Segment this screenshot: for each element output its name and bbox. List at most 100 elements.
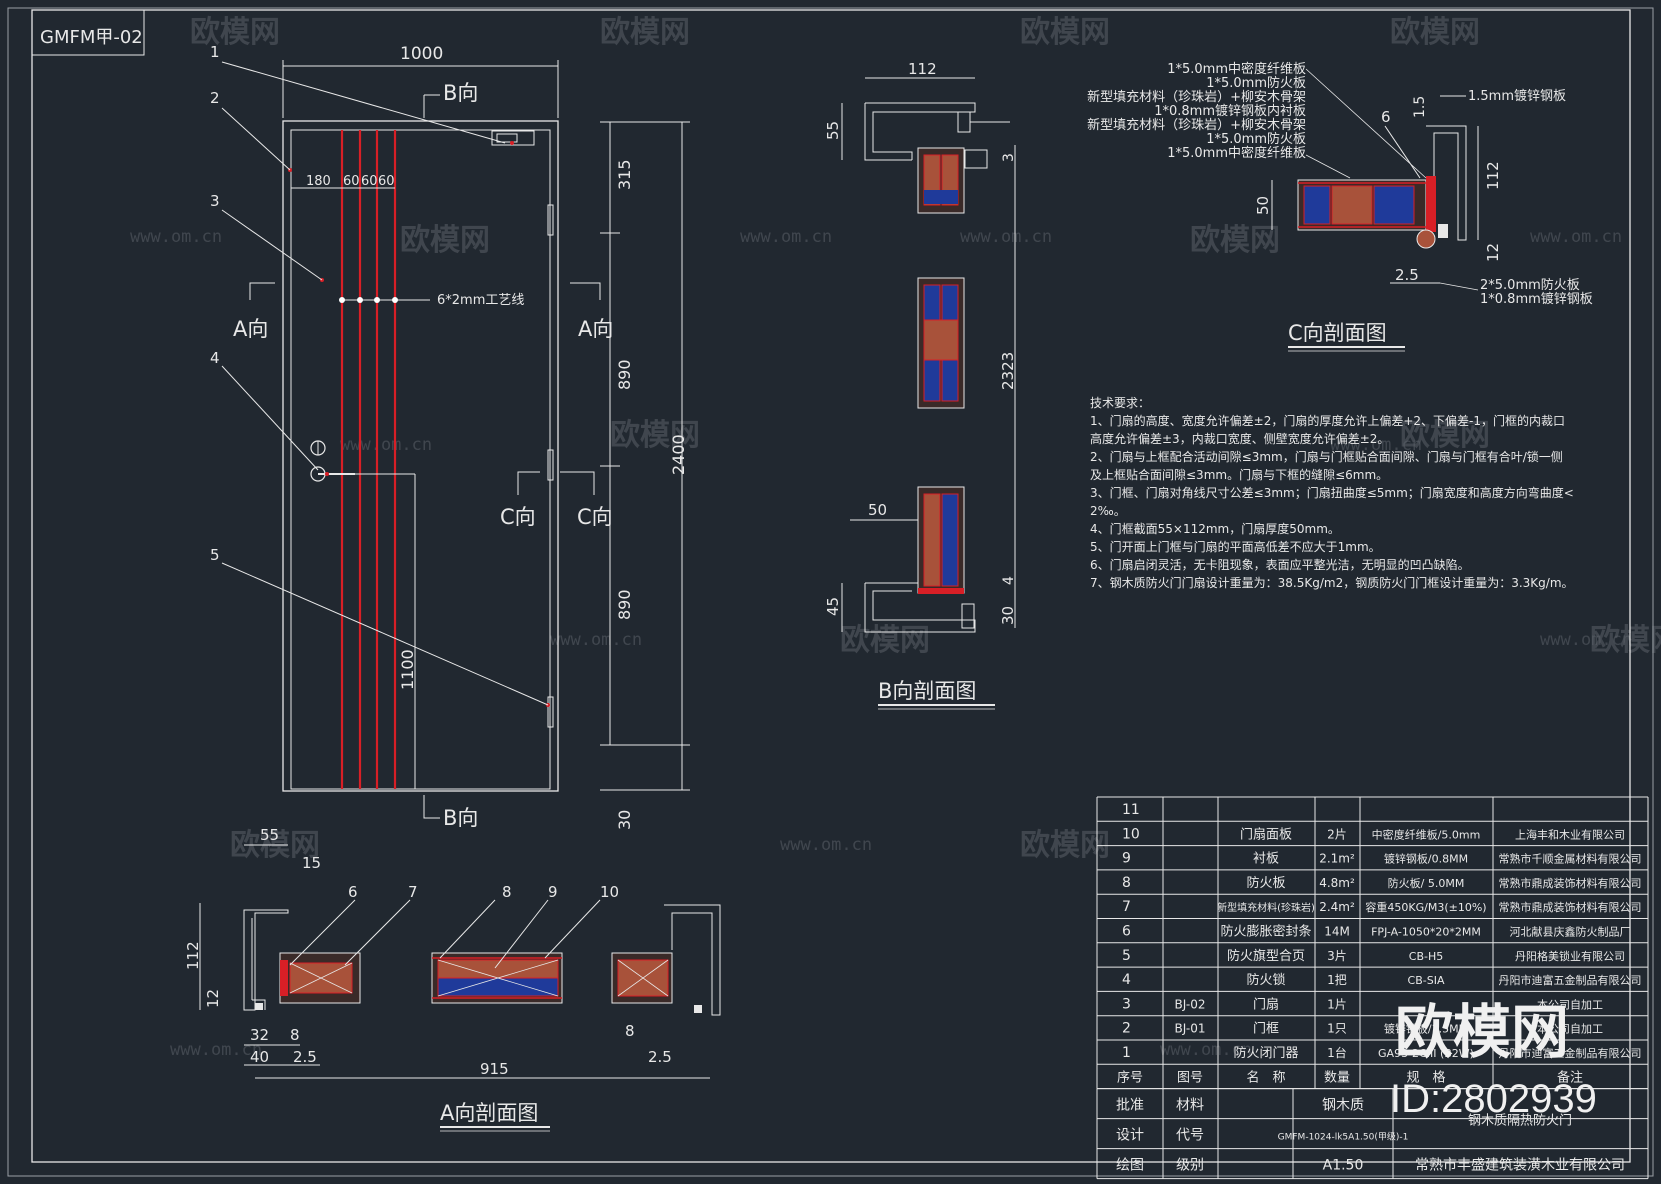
- tb-label: 材料: [1176, 1098, 1204, 1114]
- bom-spec: 中密度纤维板/5.0mm: [1372, 827, 1481, 841]
- svg-text:1*5.0mm防火板: 1*5.0mm防火板: [1206, 75, 1306, 91]
- svg-text:2‰。: 2‰。: [1090, 504, 1126, 518]
- svg-text:30: 30: [999, 606, 1017, 625]
- svg-text:1: 1: [210, 43, 220, 61]
- bom-spec: FPJ-A-1050*20*2MM: [1371, 926, 1481, 939]
- tech-requirements: 技术要求： 1、门扇的高度、宽度允许偏差±2，门扇的厚度允许上偏差+2、下偏差-…: [1090, 396, 1574, 590]
- svg-text:2、门扇与上框配合活动间隙≤3mm，门扇与门框贴合面间隙、门: 2、门扇与上框配合活动间隙≤3mm，门扇与门框贴合面间隙、门扇与门框有合叶/锁一…: [1090, 449, 1563, 464]
- watermark-brand: 欧模网: [600, 15, 690, 50]
- tb-product: 钢木质隔热防火门: [1468, 1113, 1572, 1129]
- bom-supplier: 常熟市鼎成装饰材料有限公司: [1499, 900, 1642, 914]
- bom-header: 名 称: [1246, 1069, 1285, 1085]
- bom-supplier: 丹阳格美锁业有限公司: [1515, 949, 1625, 963]
- svg-text:60: 60: [343, 174, 360, 189]
- bom-name: 防火闭门器: [1233, 1045, 1298, 1061]
- bom-supplier: 丹阳市迪富五金制品有限公司: [1499, 973, 1642, 987]
- bom-no: 9: [1122, 851, 1131, 867]
- watermark-url: www.om.cn: [340, 435, 432, 455]
- svg-text:50: 50: [1254, 196, 1272, 215]
- svg-text:12: 12: [204, 989, 222, 1008]
- bom-spec: 镀锌钢板/1.5MM: [1384, 1022, 1468, 1036]
- svg-text:1100: 1100: [398, 649, 417, 690]
- svg-text:高度允许偏差±3，内裁口宽度、侧壁宽度允许偏差±2。: 高度允许偏差±3，内裁口宽度、侧壁宽度允许偏差±2。: [1090, 431, 1389, 446]
- watermark-brand: 欧模网: [1020, 15, 1110, 50]
- watermark-brand: 欧模网: [1020, 828, 1110, 863]
- svg-text:新型填充材料（珍珠岩）+柳安木骨架: 新型填充材料（珍珠岩）+柳安木骨架: [1087, 89, 1306, 105]
- svg-text:9: 9: [548, 883, 558, 901]
- svg-text:6*2mm工艺线: 6*2mm工艺线: [437, 293, 524, 308]
- bom-no: 3: [1122, 996, 1131, 1012]
- bom-qty: 1把: [1327, 973, 1347, 987]
- bom-header: 备注: [1557, 1069, 1583, 1085]
- tb-value: 钢木质: [1322, 1098, 1364, 1114]
- bom-name: 防火膨胀密封条: [1220, 924, 1311, 940]
- bom-qty: 2.4m²: [1319, 900, 1355, 914]
- svg-text:4: 4: [210, 349, 220, 367]
- svg-text:A向: A向: [578, 317, 613, 341]
- watermark-url: www.om.cn: [780, 835, 872, 855]
- section-a: 55 15 112 12 32 8 40 2.5 915 2.5 8 6 7 8…: [184, 826, 721, 1132]
- bom-qty: 2片: [1327, 827, 1347, 841]
- svg-text:890: 890: [615, 589, 634, 620]
- svg-text:2: 2: [210, 89, 220, 107]
- svg-text:2323: 2323: [999, 352, 1017, 390]
- watermark-brand: 欧模网: [1390, 15, 1480, 50]
- bom-spec: 容重450KG/M3(±10%): [1365, 900, 1486, 914]
- bom-qty: 14M: [1324, 925, 1350, 939]
- svg-text:C向: C向: [577, 505, 613, 529]
- bom-spec: CB-H5: [1409, 950, 1443, 963]
- bom-no: 7: [1122, 899, 1131, 915]
- bom-name: 防火旗型合页: [1227, 948, 1305, 964]
- watermark-brand: 欧模网: [1190, 223, 1280, 258]
- svg-text:及上框贴合面间隙≤3mm。门扇与下框的缝隙≤6mm。: 及上框贴合面间隙≤3mm。门扇与下框的缝隙≤6mm。: [1090, 467, 1388, 482]
- svg-text:5: 5: [210, 546, 220, 564]
- tb-label: 设计: [1116, 1128, 1144, 1144]
- svg-text:1*5.0mm中密度纤维板: 1*5.0mm中密度纤维板: [1167, 145, 1306, 161]
- bom-supplier: 本公司自加工: [1537, 1022, 1603, 1036]
- svg-text:1*5.0mm中密度纤维板: 1*5.0mm中密度纤维板: [1167, 61, 1306, 77]
- bom-drawing: BJ-01: [1175, 1022, 1206, 1036]
- svg-text:1、门扇的高度、宽度允许偏差±2，门扇的厚度允许上偏差+2、: 1、门扇的高度、宽度允许偏差±2，门扇的厚度允许上偏差+2、下偏差-1，门框的内…: [1090, 413, 1565, 428]
- bom-name: 防火板: [1246, 875, 1285, 891]
- bom-qty: 3片: [1327, 949, 1347, 963]
- svg-text:1*5.0mm防火板: 1*5.0mm防火板: [1206, 131, 1306, 147]
- outer-frame: [7, 7, 1654, 1177]
- bom-qty: 1片: [1327, 997, 1347, 1011]
- watermark-url: www.om.cn: [1160, 1040, 1252, 1060]
- svg-text:60: 60: [361, 174, 378, 189]
- tb-label: 代号: [1176, 1128, 1204, 1144]
- bom-qty: 2.1m²: [1319, 852, 1355, 866]
- watermark-brand: 欧模网: [1590, 623, 1661, 658]
- svg-text:A向剖面图: A向剖面图: [440, 1101, 538, 1125]
- bom-name: 防火锁: [1246, 972, 1285, 988]
- bom-no: 5: [1122, 948, 1131, 964]
- bom-supplier: 丹阳市迪富五金制品有限公司: [1499, 1046, 1642, 1060]
- svg-text:1000: 1000: [400, 44, 443, 64]
- svg-text:1*0.8mm镀锌钢板: 1*0.8mm镀锌钢板: [1480, 291, 1593, 307]
- svg-text:ID:2802939: ID:2802939: [1390, 1077, 1597, 1121]
- svg-text:915: 915: [480, 1060, 509, 1078]
- watermark-url: www.om.cn: [740, 227, 832, 247]
- watermark-brand: 欧模网: [1400, 418, 1490, 453]
- svg-text:10: 10: [600, 883, 619, 901]
- watermark-url: www.om.cn: [170, 1040, 262, 1060]
- bom-header: 图号: [1177, 1070, 1203, 1085]
- svg-text:6、门扇启闭灵活，无卡阻现象，表面应平整光洁，无明显的凹凸缺: 6、门扇启闭灵活，无卡阻现象，表面应平整光洁，无明显的凹凸缺陷。: [1090, 557, 1470, 572]
- svg-text:3: 3: [210, 192, 220, 210]
- watermark-brand: 欧模网: [840, 623, 930, 658]
- bom-supplier: 常熟市千顺金属材料有限公司: [1499, 852, 1642, 866]
- bom-spec: 镀锌钢板/0.8MM: [1384, 852, 1468, 866]
- bom-no: 6: [1122, 924, 1131, 940]
- svg-text:15: 15: [302, 854, 321, 872]
- svg-text:60: 60: [378, 174, 395, 189]
- bom-name: 门扇: [1253, 996, 1279, 1012]
- svg-text:3、门框、门扇对角线尺寸公差≤3mm；门扇扭曲度≤5mm；门: 3、门框、门扇对角线尺寸公差≤3mm；门扇扭曲度≤5mm；门扇宽度和高度方向弯曲…: [1090, 485, 1574, 500]
- bom-drawing: BJ-02: [1175, 997, 1206, 1011]
- svg-text:B向: B向: [443, 806, 478, 830]
- section-c: 1*5.0mm中密度纤维板 1*5.0mm防火板 新型填充材料（珍珠岩）+柳安木…: [1087, 61, 1593, 352]
- bom-no: 2: [1122, 1021, 1131, 1037]
- watermark-url: www.om.cn: [960, 227, 1052, 247]
- svg-text:55: 55: [824, 121, 842, 140]
